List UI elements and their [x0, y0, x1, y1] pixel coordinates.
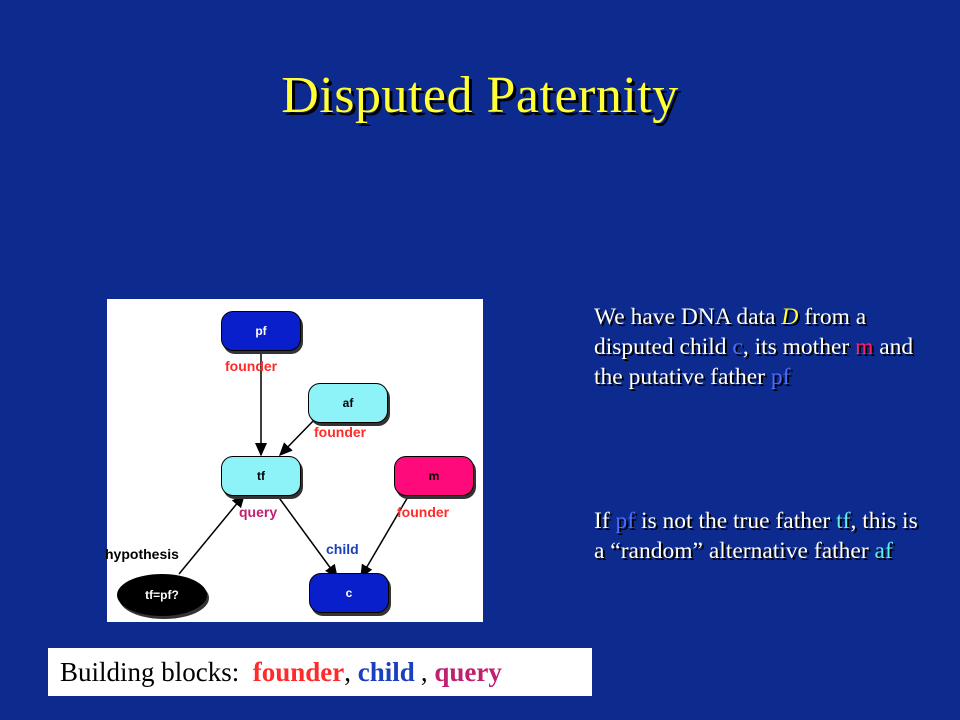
label-query: query: [239, 504, 278, 520]
building-blocks-founder: founder: [252, 656, 345, 687]
node-pf[interactable]: pf: [221, 311, 301, 351]
node-c[interactable]: c: [309, 573, 389, 613]
para1-m: m: [855, 334, 874, 360]
edge-tf-c: [276, 494, 338, 579]
paragraph-alternative-father: If pf is not the true father tf, this is…: [594, 506, 924, 566]
label-hypothesis: hypothesis: [105, 546, 179, 562]
diagram-edges: [178, 341, 410, 579]
building-blocks-prefix: Building blocks:: [60, 656, 240, 687]
para1-text-3: , its mother: [742, 334, 856, 360]
building-blocks-comma-1: ,: [344, 656, 352, 687]
edge-hyp-tf: [178, 493, 245, 575]
node-af[interactable]: af: [308, 383, 388, 423]
building-blocks-query: query: [434, 656, 502, 687]
label-founder-m: founder: [397, 504, 450, 520]
para2-text-2: is not the true father: [635, 508, 837, 534]
label-child: child: [326, 541, 359, 557]
para2-af: af: [874, 538, 893, 564]
para1-text-1: We have DNA data: [594, 304, 782, 330]
para1-text-2: from a disputed child: [594, 304, 867, 360]
building-blocks-child: child: [357, 656, 415, 687]
paragraph-dna-data: We have DNA data D from a disputed child…: [594, 302, 924, 392]
label-founder-af: founder: [314, 424, 367, 440]
node-m[interactable]: m: [394, 456, 474, 496]
para2-pf: pf: [615, 508, 636, 534]
para2-text-3: , this is a “random” alternative father: [594, 508, 918, 564]
para1-pf: pf: [770, 364, 791, 390]
building-blocks-box: Building blocks: founder, child, query: [48, 648, 592, 696]
label-founder-pf: founder: [225, 358, 278, 374]
para1-D: D: [781, 304, 799, 330]
building-blocks-comma-2: ,: [420, 656, 428, 687]
para1-c: c: [732, 334, 743, 360]
para1-text-4: and the putative father: [594, 334, 914, 390]
para2-tf: tf: [836, 508, 851, 534]
bayes-network-diagram: pf af tf m c tf=pf? founder founder foun…: [105, 299, 483, 622]
edge-af-tf: [278, 416, 318, 457]
slide-title: Disputed Paternity: [281, 67, 679, 124]
edge-m-c: [360, 494, 410, 579]
para2-text-1: If: [594, 508, 616, 534]
node-hypothesis[interactable]: tf=pf?: [117, 574, 207, 616]
node-tf[interactable]: tf: [221, 456, 301, 496]
